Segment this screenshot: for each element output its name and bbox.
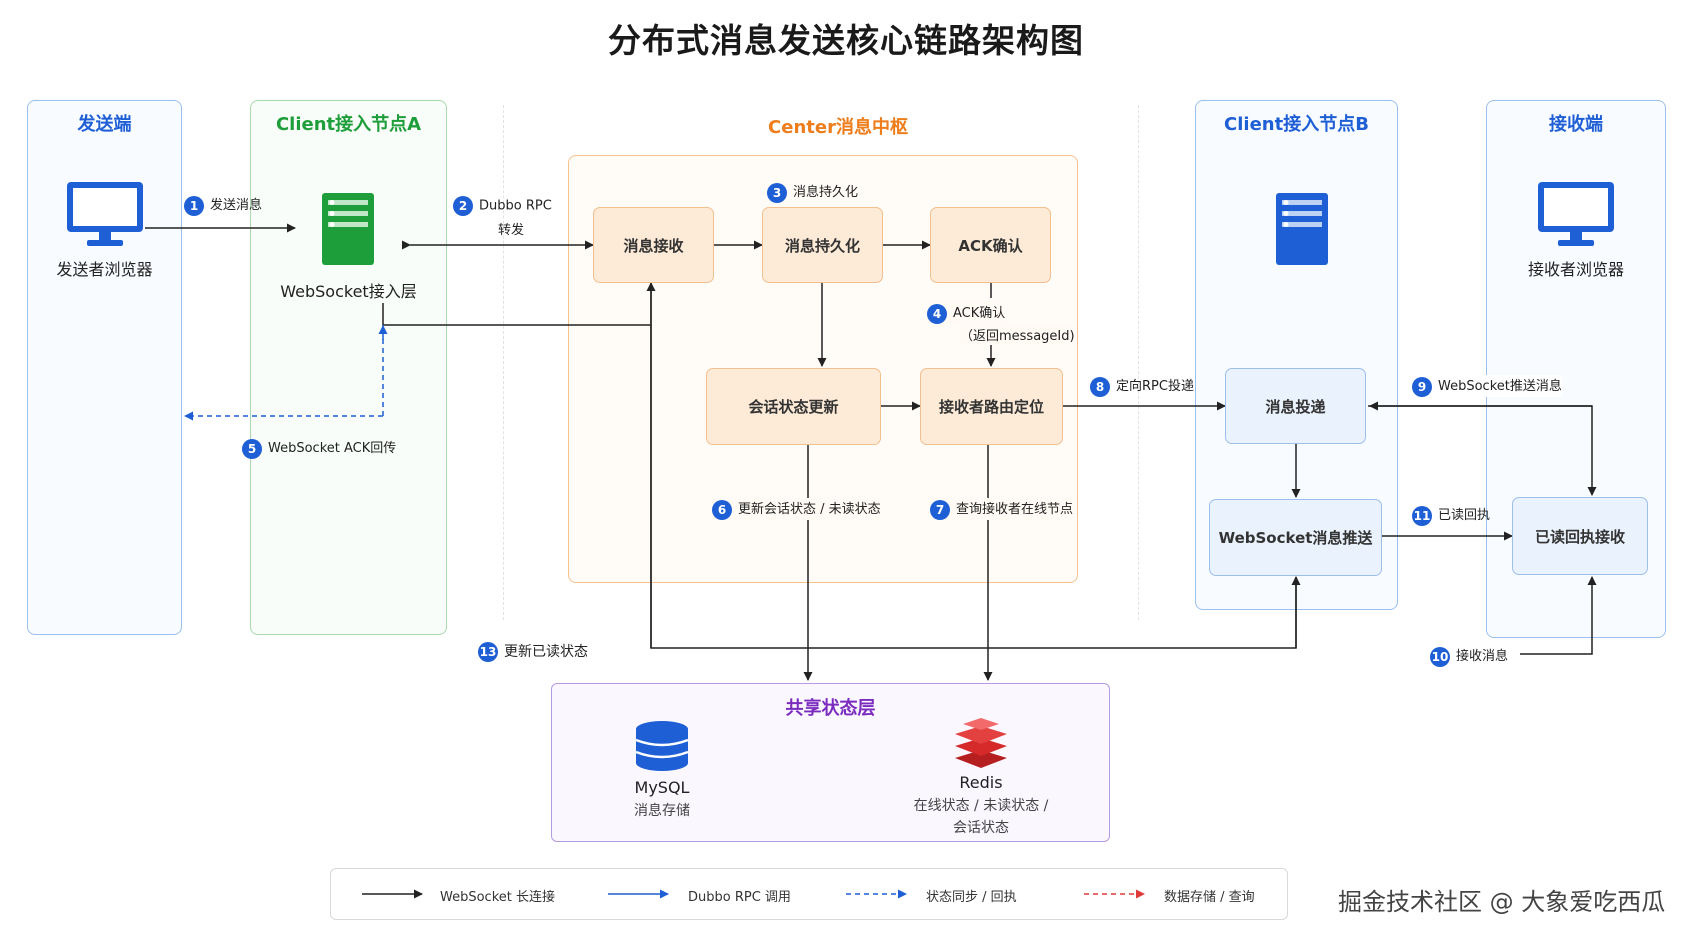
legend-rpc-label: Dubbo RPC 调用 xyxy=(688,890,791,905)
node-message-deliver: 消息投递 xyxy=(1225,368,1366,444)
mysql-label: MySQL xyxy=(634,778,690,797)
client-a-column xyxy=(250,100,447,635)
arrow-receive-message xyxy=(1520,576,1597,655)
legend-ws-label: WebSocket 长连接 xyxy=(440,890,555,905)
step-4-label-line2: （返回messageId) xyxy=(960,325,1075,344)
step-badge: 9 xyxy=(1412,376,1432,397)
redis-label: Redis xyxy=(959,773,1003,792)
node-websocket-push: WebSocket消息推送 xyxy=(1209,499,1382,576)
step-badge: 7 xyxy=(930,499,950,520)
node-route-locate: 接收者路由定位 xyxy=(920,368,1063,445)
diagram-title: 分布式消息发送核心链路架构图 xyxy=(608,21,1084,60)
step-badge: 1 xyxy=(184,195,204,216)
redis-sublabel-1: 在线状态 / 未读状态 / xyxy=(913,798,1049,814)
monitor-icon xyxy=(1538,182,1614,246)
watermark: 掘金技术社区 @ 大象爱吃西瓜 xyxy=(1338,888,1666,916)
client-a-title: Client接入节点A xyxy=(275,114,422,135)
node-session-update: 会话状态更新 xyxy=(706,368,881,445)
redis-sublabel-2: 会话状态 xyxy=(953,820,1009,836)
legend-sync-label: 状态同步 / 回执 xyxy=(926,890,1017,905)
step-badge: 2 xyxy=(453,196,473,216)
monitor-icon xyxy=(67,182,143,246)
step-2-label-line2: 转发 xyxy=(498,223,525,238)
step-badge: 10 xyxy=(1430,646,1450,667)
ws-access-label: WebSocket接入层 xyxy=(280,282,417,301)
step-badge: 11 xyxy=(1412,505,1432,526)
node-message-receive: 消息接收 xyxy=(593,207,714,283)
node-read-receipt: 已读回执接收 xyxy=(1512,497,1648,575)
sender-title: 发送端 xyxy=(77,114,132,135)
divider xyxy=(503,105,504,620)
node-message-persist: 消息持久化 xyxy=(762,207,883,283)
legend xyxy=(330,868,1288,920)
receiver-title: 接收端 xyxy=(1549,114,1603,135)
step-badge: 4 xyxy=(927,303,947,324)
node-ack-confirm: ACK确认 xyxy=(930,207,1051,283)
sender-browser-label: 发送者浏览器 xyxy=(56,260,153,279)
step-badge: 6 xyxy=(712,499,732,520)
step-badge: 8 xyxy=(1090,376,1110,397)
step-badge: 5 xyxy=(242,438,262,459)
redis-icon xyxy=(955,718,1007,768)
database-icon xyxy=(635,721,689,771)
step-badge: 3 xyxy=(767,182,787,203)
shared-title: 共享状态层 xyxy=(785,698,876,719)
step-badge: 13 xyxy=(478,642,498,662)
legend-data-label: 数据存储 / 查询 xyxy=(1164,890,1255,905)
client-b-title: Client接入节点B xyxy=(1224,114,1369,135)
server-icon xyxy=(322,193,374,265)
divider xyxy=(1138,105,1139,620)
server-icon xyxy=(1276,193,1328,265)
mysql-sublabel: 消息存储 xyxy=(634,803,690,819)
receiver-browser-label: 接收者浏览器 xyxy=(1527,260,1624,279)
center-title: Center消息中枢 xyxy=(768,117,908,138)
